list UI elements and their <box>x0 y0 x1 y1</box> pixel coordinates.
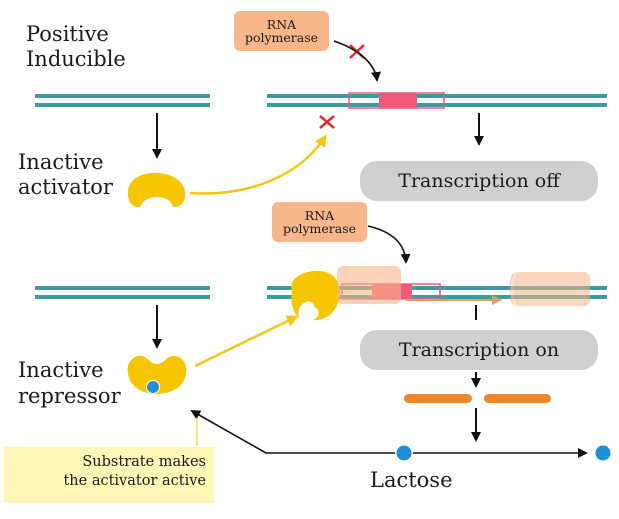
rna-polymerase-top-line2: polymerase <box>244 30 319 45</box>
transcription-on-label: Transcription on <box>398 339 560 361</box>
lactose-dot-bound <box>146 380 160 394</box>
rna-polymerase-mid-line2: polymerase <box>282 221 357 236</box>
lactose-dot <box>396 445 412 461</box>
bound-binding-pocket <box>305 306 319 320</box>
lactose-dot-product <box>595 445 611 461</box>
repressor-shape <box>127 355 187 394</box>
arrow-lactose-to-repressor <box>190 410 395 454</box>
arrow-repressor-to-dna <box>194 315 299 368</box>
repressor-label-line1: Inactive <box>18 358 104 382</box>
dna-right-top <box>267 92 607 109</box>
mrna-bar-right <box>484 394 551 403</box>
dna-left-top <box>35 94 210 107</box>
note-line1: Substrate makes <box>82 454 206 470</box>
title-line2: Inducible <box>26 47 126 71</box>
title-line1: Positive <box>26 22 109 46</box>
rna-polymerase-mid-line1: RNA <box>304 207 335 223</box>
rna-polymerase-box-top: RNA polymerase <box>234 11 329 51</box>
transcription-off-pill: Transcription off <box>360 161 598 201</box>
arrow-polymerase-mid <box>367 225 411 264</box>
block-x-icon <box>319 115 335 129</box>
bound-activator-shape <box>291 270 341 321</box>
dna-left-bottom <box>35 286 210 299</box>
activator-label-line1: Inactive <box>18 150 104 174</box>
transcription-on-pill: Transcription on <box>360 330 598 370</box>
arrow-polymerase-top <box>333 40 381 82</box>
activator-label-line2: activator <box>18 175 113 199</box>
substrate-note: Substrate makes the activator active <box>4 447 214 503</box>
rna-polymerase-box-mid: RNA polymerase <box>272 202 367 242</box>
mrna-bar-left <box>404 394 472 403</box>
polymerase-ghost <box>509 272 590 306</box>
note-line2: the activator active <box>63 472 206 489</box>
lactose-label: Lactose <box>370 468 453 492</box>
rna-polymerase-top-line1: RNA <box>266 16 297 32</box>
polymerase-blob <box>337 266 401 304</box>
arrow-activator-to-operator <box>189 134 327 195</box>
repressor-label-line2: repressor <box>18 384 121 408</box>
activator-shape <box>127 172 186 208</box>
transcription-off-label: Transcription off <box>398 170 560 192</box>
